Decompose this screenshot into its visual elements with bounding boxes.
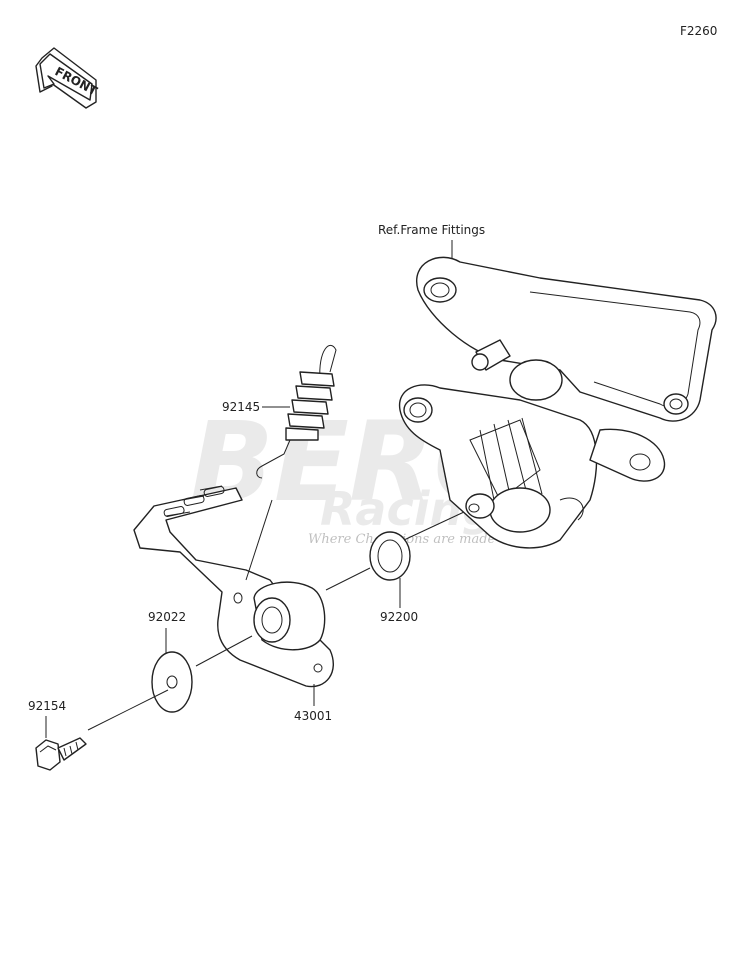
spring-92145: [256, 344, 337, 479]
washer-92200: [369, 531, 411, 581]
axis-line-92022: [195, 635, 253, 667]
front-arrow-icon: FRONT: [35, 47, 100, 109]
bolt-92154: [35, 737, 87, 771]
axis-line-92200-upper: [403, 511, 465, 541]
washer-92022: [151, 651, 193, 713]
part-label-92154: 92154: [28, 699, 66, 713]
part-label-92200: 92200: [380, 610, 418, 624]
part-label-92022: 92022: [148, 610, 186, 624]
part-label-43001: 43001: [294, 709, 332, 723]
frame-fitting: [415, 256, 717, 422]
brake-pedal-43001: [133, 485, 335, 688]
part-label-92145: 92145: [222, 400, 260, 414]
footrest-bracket: [398, 384, 666, 549]
reference-label: Ref.Frame Fittings: [378, 223, 485, 237]
axis-line-92154: [87, 689, 169, 731]
axis-line-92200: [325, 567, 371, 591]
figure-code: F2260: [680, 24, 717, 38]
